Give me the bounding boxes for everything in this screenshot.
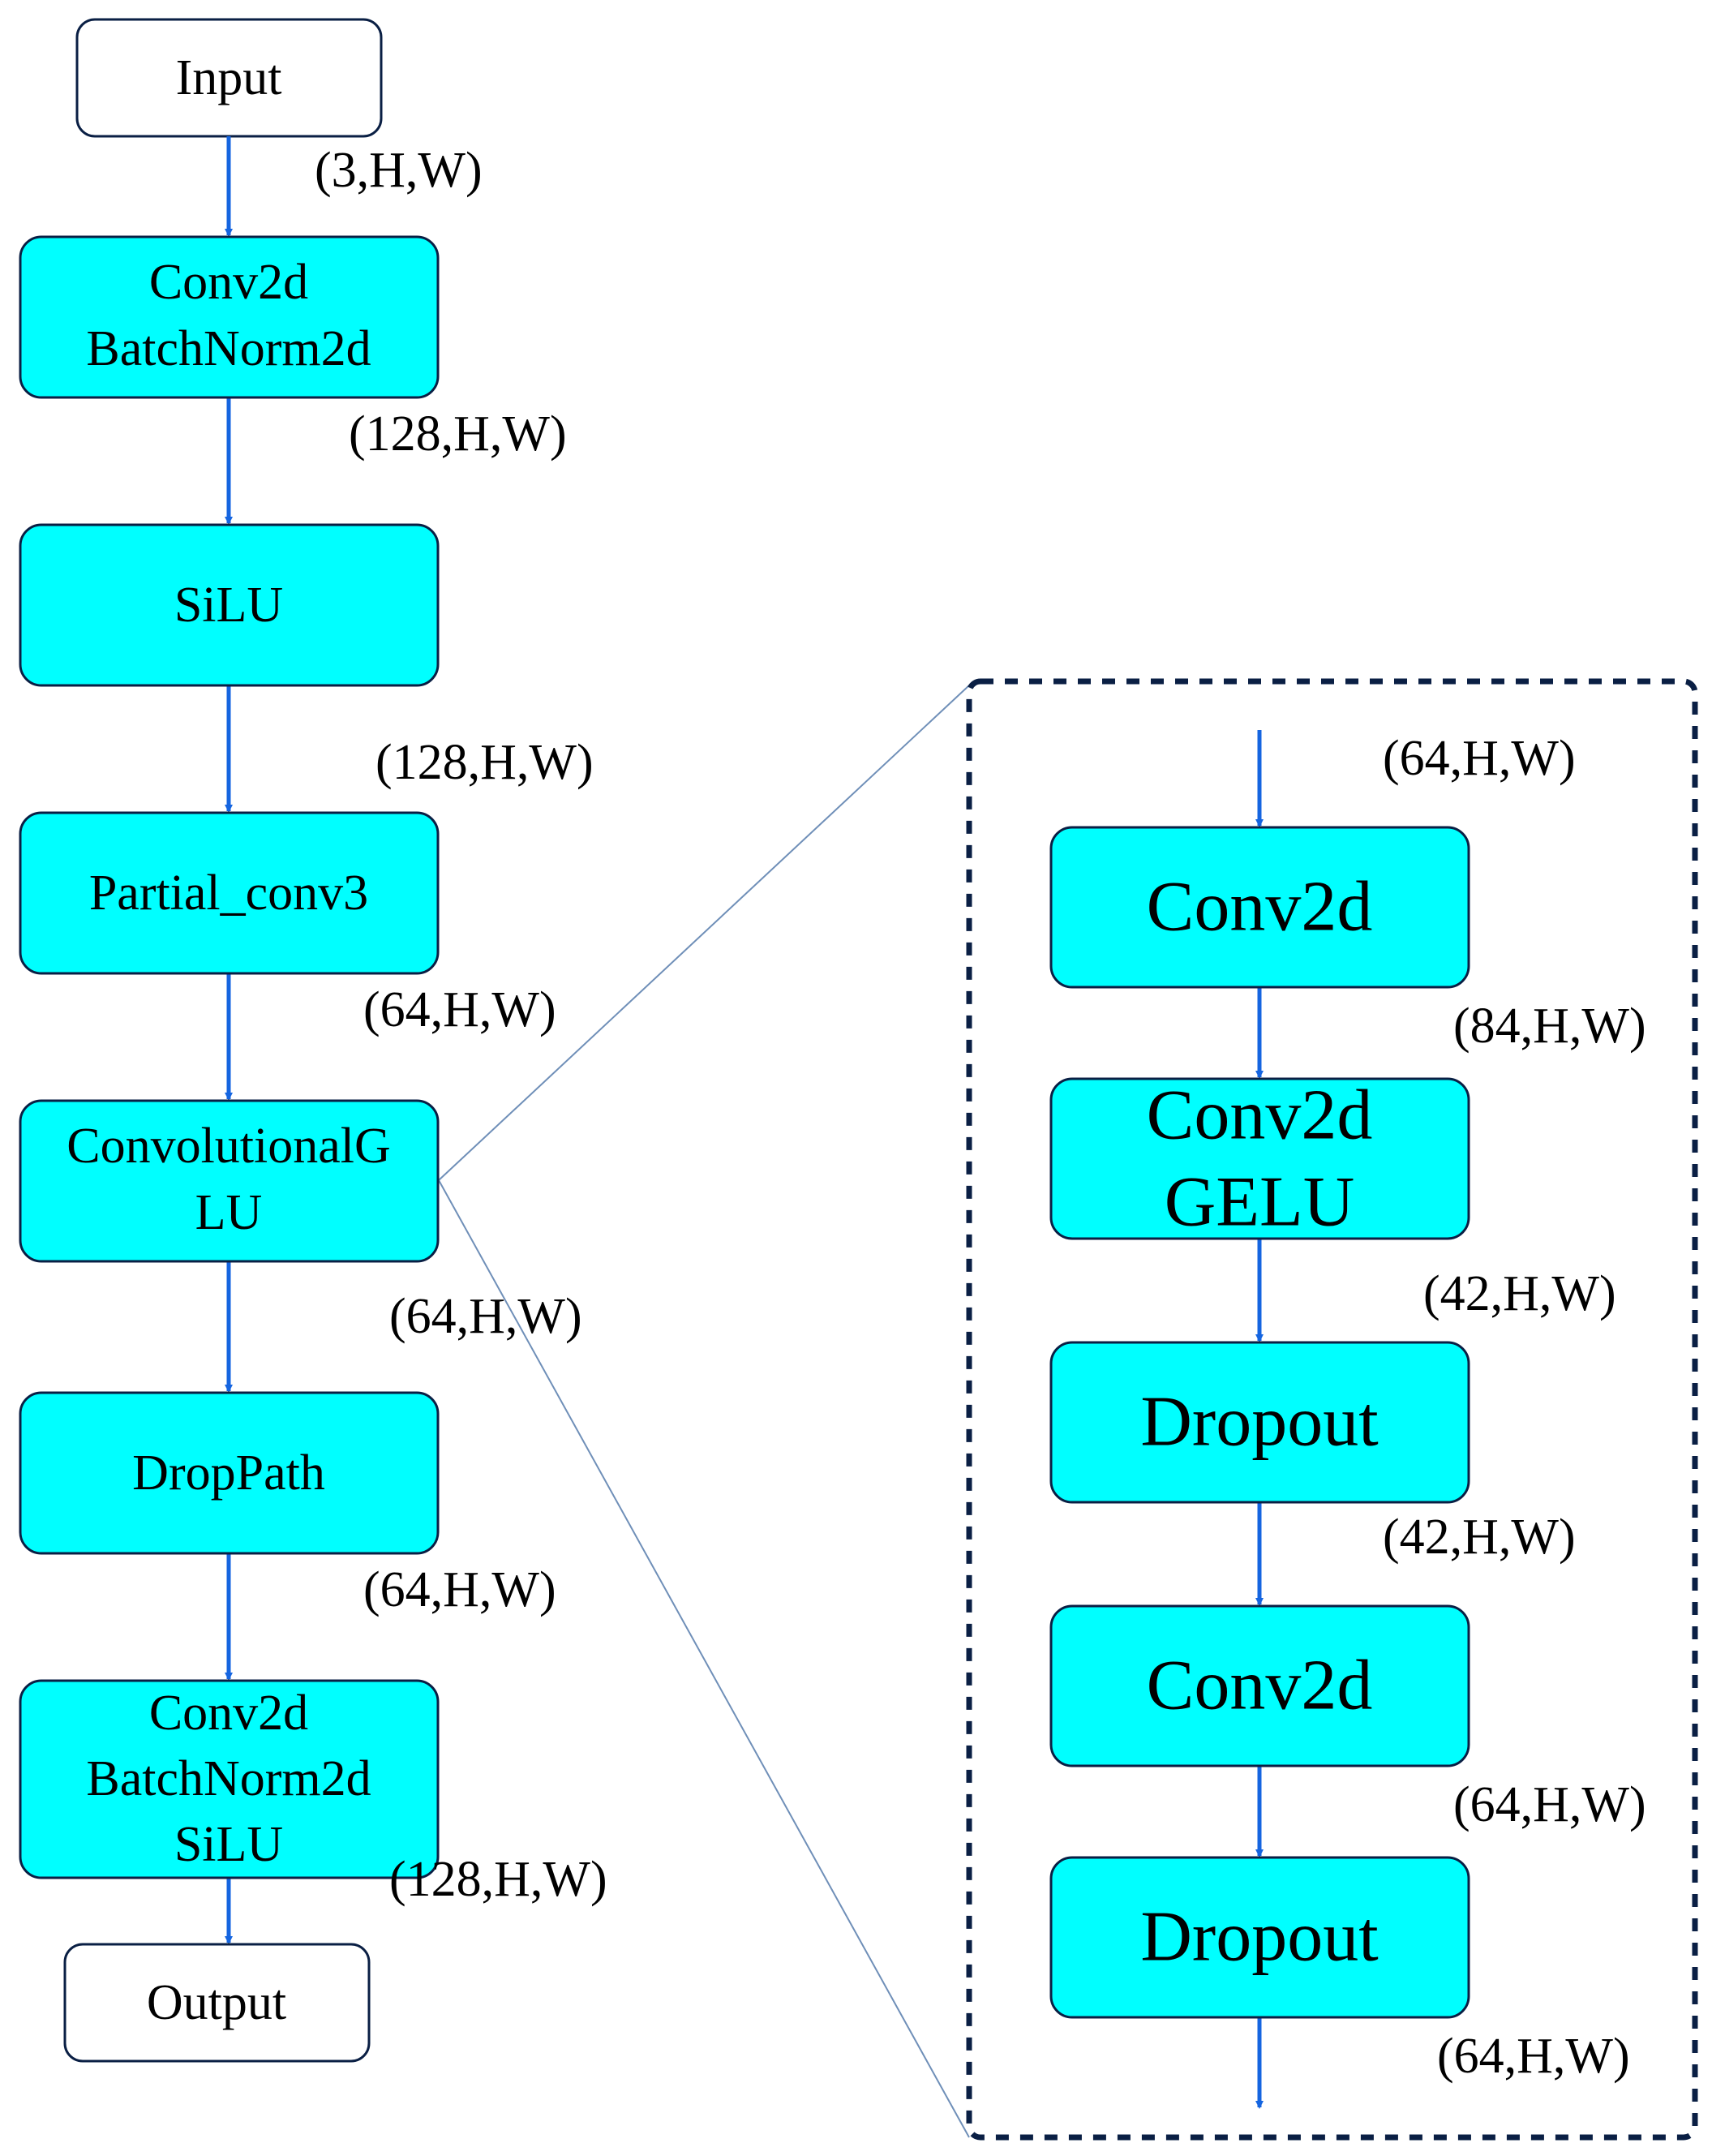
detail-node-4-line-1: Conv2d (1147, 1647, 1373, 1725)
main-node-3-line-1: Partial_conv3 (89, 865, 368, 921)
main-node-1-line-2: BatchNorm2d (86, 321, 371, 376)
detail-shape-label-1: (64,H,W) (1383, 731, 1576, 786)
main-node-silu: SiLU (19, 523, 440, 687)
main-node-4-line-1: ConvolutionalG (67, 1119, 391, 1174)
main-node-6-line-3: SiLU (174, 1817, 283, 1872)
detail-node-1-line-1: Conv2d (1147, 868, 1373, 947)
detail-dashed-border (966, 678, 1698, 2141)
detail-node-2-line-2: GELU (1165, 1163, 1355, 1242)
main-output-node: Output (63, 1943, 371, 2063)
detail-node-conv2d-gelu: Conv2d GELU (1049, 1076, 1470, 1242)
detail-node-dropout-2: Dropout (1049, 1856, 1470, 2019)
detail-shape-label-2: (84,H,W) (1453, 999, 1646, 1054)
detail-node-dropout-1: Dropout (1049, 1341, 1470, 1504)
main-node-conv2d-batchnorm-silu: Conv2d BatchNorm2d SiLU (19, 1679, 440, 1879)
detail-shape-label-5: (64,H,W) (1453, 1777, 1646, 1832)
detail-node-5-line-1: Dropout (1140, 1898, 1378, 1977)
main-node-convolutional-glu: ConvolutionalG LU (19, 1099, 440, 1263)
detail-node-2-line-1: Conv2d (1147, 1076, 1373, 1155)
detail-node-conv2d-1: Conv2d (1049, 826, 1470, 989)
main-node-5-line-1: DropPath (132, 1445, 325, 1501)
main-node-6-line-1: Conv2d (149, 1686, 308, 1741)
main-output-label: Output (147, 1975, 286, 2030)
main-shape-label-3: (128,H,W) (375, 735, 594, 790)
zoom-line-top (438, 685, 970, 1181)
main-node-partial-conv3: Partial_conv3 (19, 811, 440, 975)
main-node-6-line-2: BatchNorm2d (86, 1751, 371, 1806)
detail-shape-label-3: (42,H,W) (1423, 1266, 1616, 1321)
main-node-droppath: DropPath (19, 1391, 440, 1555)
main-node-conv2d-batchnorm: Conv2d BatchNorm2d (19, 235, 440, 399)
main-input-label: Input (176, 50, 282, 105)
main-input-node: Input (75, 18, 383, 138)
main-node-4-line-2: LU (195, 1185, 263, 1240)
main-shape-label-1: (3,H,W) (315, 143, 483, 198)
main-node-1-line-1: Conv2d (149, 255, 308, 310)
detail-shape-label-4: (42,H,W) (1383, 1510, 1576, 1565)
main-shape-label-2: (128,H,W) (349, 406, 567, 462)
zoom-line-bottom (438, 1179, 970, 2138)
detail-node-3-line-1: Dropout (1140, 1383, 1378, 1462)
detail-node-conv2d-2: Conv2d (1049, 1604, 1470, 1767)
main-shape-label-4: (64,H,W) (363, 982, 556, 1037)
main-shape-label-5: (64,H,W) (389, 1289, 582, 1344)
main-shape-label-7: (128,H,W) (389, 1852, 607, 1907)
main-shape-label-6: (64,H,W) (363, 1562, 556, 1617)
detail-shape-label-6: (64,H,W) (1437, 2029, 1630, 2084)
main-node-2-line-1: SiLU (174, 578, 283, 633)
